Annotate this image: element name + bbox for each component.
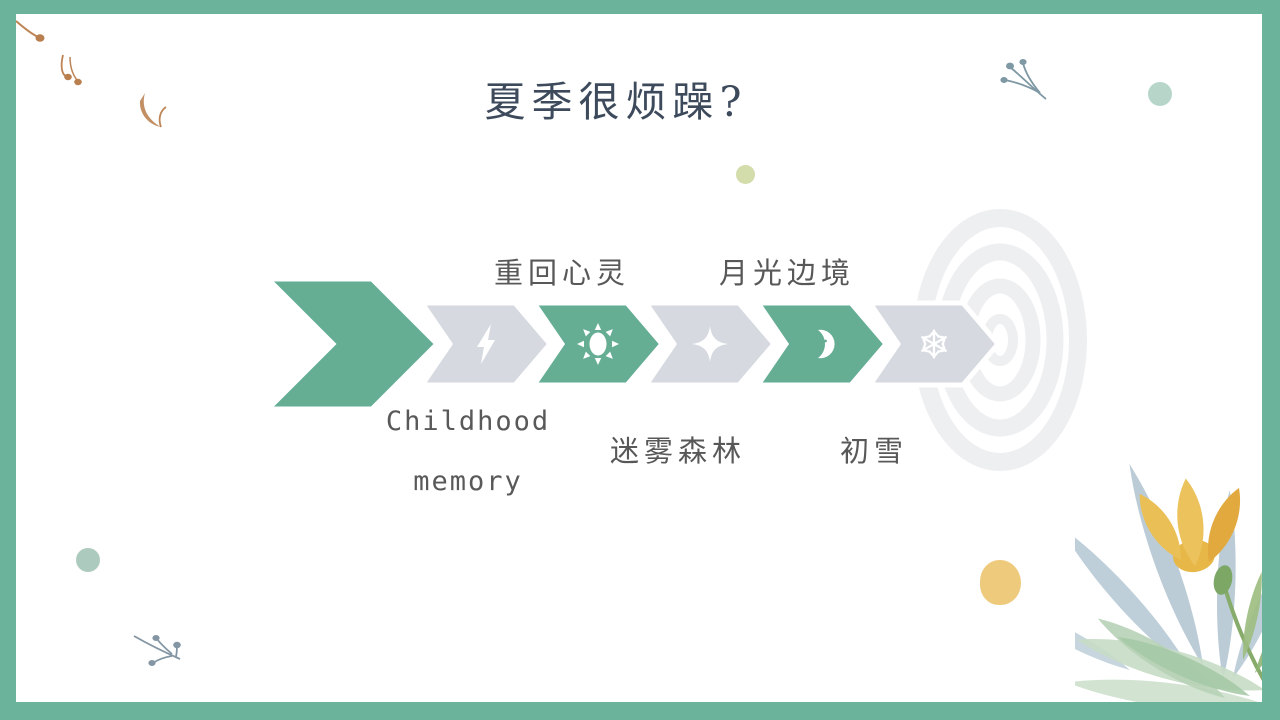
blue-sprig-icon (1000, 59, 1047, 100)
yellow-dot-decoration (980, 560, 1021, 605)
blue-sprig-top-right (1000, 59, 1047, 100)
snowflake-icon (921, 329, 947, 359)
slide-title: 夏季很烦躁? (484, 78, 748, 126)
tan-sprig-icon (15, 20, 167, 128)
label-moonlight-border: 月光边境 (718, 256, 856, 290)
tan-sprigs-decoration (15, 20, 167, 128)
green-dot-decoration (76, 548, 100, 572)
label-childhood-line2: memory (413, 466, 523, 497)
teal-dot-decoration (1148, 82, 1172, 106)
label-return-to-heart: 重回心灵 (493, 256, 631, 290)
chevron-start (261, 276, 441, 412)
blue-sprig-bottom-left (133, 635, 181, 666)
olive-dot-decoration (736, 165, 755, 184)
sun-icon (577, 323, 619, 365)
moon-icon (818, 329, 835, 359)
label-childhood-line1: Childhood (385, 406, 551, 437)
watercolor-flower (1075, 460, 1280, 720)
flower-bloom-yellow (1130, 477, 1250, 573)
chevron-step-4 (753, 300, 890, 388)
label-misty-forest: 迷雾森林 (609, 434, 747, 468)
blue-sprig-icon (133, 635, 181, 666)
lightning-icon (477, 324, 495, 364)
sparkle-icon (692, 326, 728, 362)
label-first-snow: 初雪 (839, 434, 909, 468)
